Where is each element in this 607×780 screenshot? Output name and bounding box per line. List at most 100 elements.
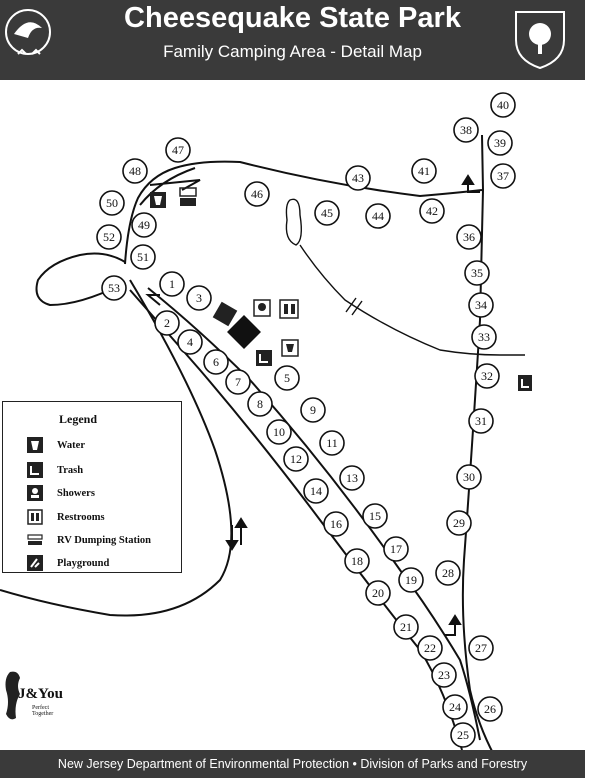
campsite-49: 49 (131, 212, 157, 238)
campsite-circle (468, 635, 494, 661)
campsite-number: 47 (172, 143, 184, 157)
campsite-circle (490, 92, 516, 118)
campsite-number: 45 (321, 206, 333, 220)
legend-label-showers: Showers (57, 487, 95, 499)
campsite-circle (274, 365, 300, 391)
water-icon (27, 437, 43, 453)
legend-label-restrooms: Restrooms (57, 511, 105, 523)
campsite-50: 50 (99, 190, 125, 216)
park-emblem-left-icon (5, 9, 51, 55)
legend-title: Legend (58, 412, 97, 426)
campsite-34: 34 (468, 292, 494, 318)
campsite-number: 32 (481, 369, 493, 383)
campsite-circle (456, 464, 482, 490)
campsite-number: 27 (475, 641, 487, 655)
campsite-circle (446, 510, 472, 536)
showers-icon (227, 315, 261, 349)
map-title: Cheesequake State Park (124, 2, 461, 34)
campsite-circle (398, 567, 424, 593)
campsite-number: 31 (475, 414, 487, 428)
playground-icon (212, 301, 238, 327)
campsite-number: 4 (187, 335, 193, 349)
campsite-number: 40 (497, 98, 509, 112)
campsite-number: 19 (405, 573, 417, 587)
campsite-32: 32 (474, 363, 500, 389)
pond (285, 198, 303, 246)
arrow-two-way-up-head-icon (234, 517, 248, 528)
map-subtitle: Family Camping Area - Detail Map (163, 42, 422, 61)
campsite-52: 52 (96, 224, 122, 250)
campsite-number: 24 (449, 700, 461, 714)
campsite-circle (344, 548, 370, 574)
campsite-38: 38 (453, 117, 479, 143)
campsite-6: 6 (203, 349, 229, 375)
campsite-number: 41 (418, 164, 430, 178)
campsite-number: 3 (196, 291, 202, 305)
restrooms-icon (27, 509, 43, 525)
campsite-circle (362, 503, 388, 529)
campsite-circle (314, 200, 340, 226)
campsite-number: 13 (346, 471, 358, 485)
campsite-number: 35 (471, 266, 483, 280)
campsite-circle (225, 369, 251, 395)
campsite-number: 34 (475, 298, 487, 312)
campsite-number: 43 (352, 171, 364, 185)
legend-item-trash: Trash (27, 461, 83, 479)
trail-marker-1 (345, 297, 357, 313)
campsite-number: 12 (290, 452, 302, 466)
campsite-number: 53 (108, 281, 120, 295)
campsite-number: 28 (442, 566, 454, 580)
campsite-number: 36 (463, 230, 475, 244)
playground-icon (27, 555, 43, 571)
trail-path (299, 244, 501, 356)
road-northwest-spur (139, 167, 201, 206)
arrow-north-east-head-icon (461, 174, 475, 185)
campsite-circle (464, 260, 490, 286)
campsite-3: 3 (186, 285, 212, 311)
arrow-south-east-head-icon (448, 614, 462, 625)
campsite-circle (159, 271, 185, 297)
campsite-circle (154, 310, 180, 336)
campsite-circle (435, 560, 461, 586)
legend-item-showers: Showers (27, 484, 95, 502)
campsite-circle (165, 137, 191, 163)
campsite-48: 48 (122, 158, 148, 184)
campsite-number: 20 (372, 586, 384, 600)
campsite-17: 17 (383, 536, 409, 562)
campsite-number: 16 (330, 517, 342, 531)
campsite-20: 20 (365, 580, 391, 606)
campsite-43: 43 (345, 165, 371, 191)
legend-label-trash: Trash (57, 464, 84, 476)
campsite-number: 46 (251, 187, 263, 201)
road-east (461, 134, 495, 756)
campsite-circle (130, 244, 156, 270)
campsite-circle (122, 158, 148, 184)
campsite-37: 37 (490, 163, 516, 189)
campsite-number: 23 (438, 668, 450, 682)
campsite-number: 21 (400, 620, 412, 634)
campsite-13: 13 (339, 465, 365, 491)
nj-logo-tagline: Perfect Together (32, 705, 53, 717)
road-north-loop (124, 160, 483, 265)
campsite-45: 45 (314, 200, 340, 226)
campsite-circle (303, 478, 329, 504)
campsite-number: 50 (106, 196, 118, 210)
campsite-circle (431, 662, 457, 688)
campsite-35: 35 (464, 260, 490, 286)
campsite-circle (393, 614, 419, 640)
trash-icon (518, 375, 532, 391)
legend-item-water: Water (27, 436, 85, 454)
campsite-number: 51 (137, 250, 149, 264)
campsite-number: 22 (424, 641, 436, 655)
campsite-number: 52 (103, 230, 115, 244)
campsite-28: 28 (435, 560, 461, 586)
campsite-1: 1 (159, 271, 185, 297)
legend-label-playground: Playground (57, 557, 110, 569)
arrow-south-east-icon (445, 622, 456, 636)
campsite-9: 9 (300, 397, 326, 423)
arrow-two-way-down-head-icon (225, 540, 239, 551)
campsite-14: 14 (303, 478, 329, 504)
legend-label-rv-dumping: RV Dumping Station (57, 534, 151, 546)
campsite-circle (244, 181, 270, 207)
campsite-number: 18 (351, 554, 363, 568)
